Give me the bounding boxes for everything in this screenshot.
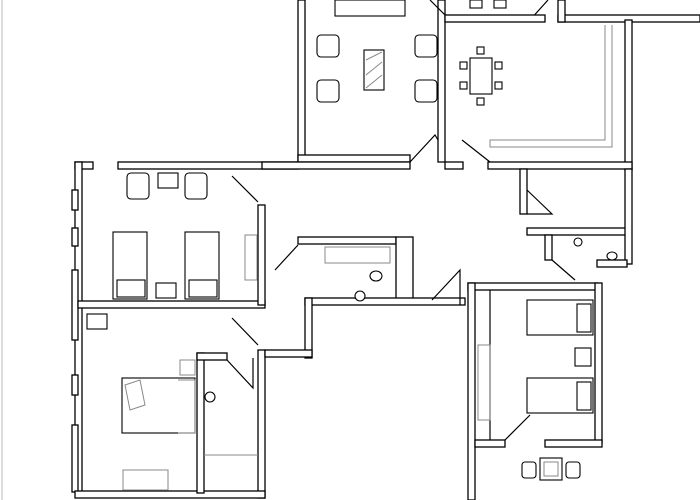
walls bbox=[71, 0, 700, 500]
furniture bbox=[86, 0, 618, 491]
dining-table bbox=[469, 57, 493, 95]
double-bed bbox=[121, 377, 196, 434]
sofa bbox=[334, 0, 406, 17]
toilet bbox=[369, 270, 383, 282]
coffee-table bbox=[363, 49, 385, 91]
sink bbox=[354, 290, 366, 302]
